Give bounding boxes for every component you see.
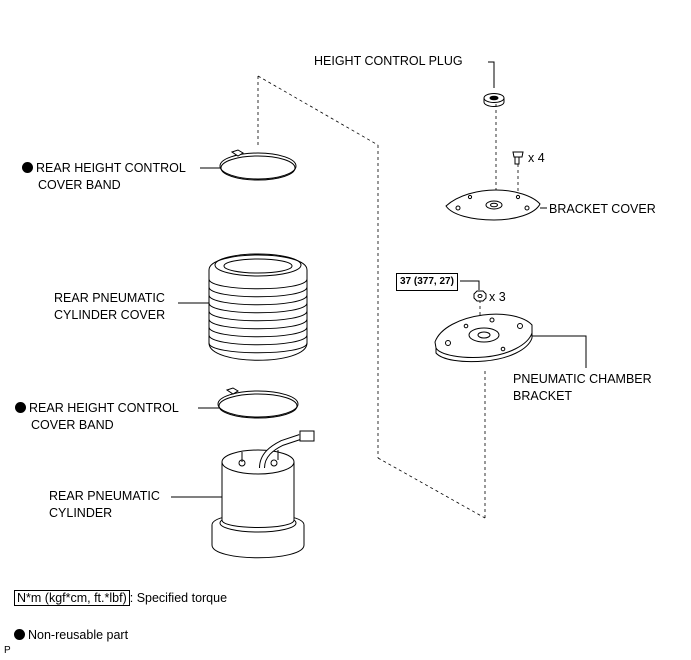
bolt-quantity-label: x 4 xyxy=(528,151,545,165)
torque-legend-description: : Specified torque xyxy=(129,591,228,605)
torque-legend: N*m (kgf*cm, ft.*lbf): Specified torque xyxy=(14,590,227,607)
non-reusable-legend: Non-reusable part xyxy=(14,627,128,644)
cylinder-label-line1: REAR PNEUMATIC xyxy=(49,489,160,503)
pneumatic-chamber-bracket-label-line1: PNEUMATIC CHAMBER xyxy=(513,372,652,386)
nut-part xyxy=(460,280,487,302)
upper-cover-band-label-line2: COVER BAND xyxy=(38,178,121,192)
pneumatic-chamber-bracket-part xyxy=(434,313,587,368)
torque-legend-unit: N*m (kgf*cm, ft.*lbf) xyxy=(14,590,130,606)
bracket-cover-part xyxy=(445,189,547,221)
lower-cover-band-part xyxy=(198,387,299,419)
upper-cover-band-label-line1: REAR HEIGHT CONTROL xyxy=(22,160,186,177)
cylinder-part xyxy=(171,430,315,559)
non-reusable-legend-text: Non-reusable part xyxy=(28,628,129,642)
height-control-plug-label: HEIGHT CONTROL PLUG xyxy=(314,54,463,68)
nut-quantity-label: x 3 xyxy=(489,290,506,304)
lower-cover-band-label-line2: COVER BAND xyxy=(31,418,114,432)
cylinder-cover-label-line2: CYLINDER COVER xyxy=(54,308,166,322)
bracket-cover-label: BRACKET COVER xyxy=(549,202,656,216)
cylinder-cover-part xyxy=(178,253,308,361)
cylinder-label-line2: CYLINDER xyxy=(49,506,113,520)
torque-spec-box: 37 (377, 27) xyxy=(396,273,458,291)
height-control-plug-part xyxy=(483,61,505,107)
pneumatic-chamber-bracket-label-line2: BRACKET xyxy=(513,389,573,403)
lower-cover-band-label-line1: REAR HEIGHT CONTROL xyxy=(15,400,179,417)
bolt-part xyxy=(512,151,524,165)
non-reusable-marker-icon xyxy=(22,162,33,173)
non-reusable-marker-icon xyxy=(14,629,25,640)
corner-mark: P xyxy=(4,645,11,656)
cylinder-cover-label-line1: REAR PNEUMATIC xyxy=(54,291,165,305)
upper-cover-band-part xyxy=(200,149,297,181)
non-reusable-marker-icon xyxy=(15,402,26,413)
